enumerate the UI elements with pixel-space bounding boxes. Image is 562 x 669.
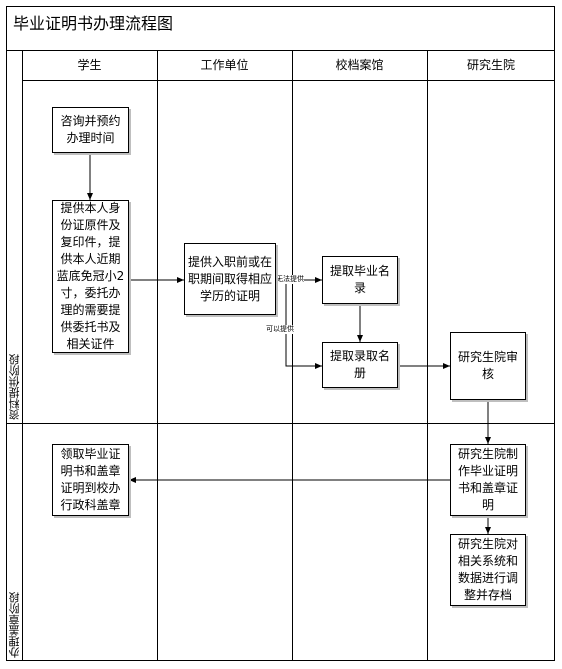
lane-header-student: 学生 (77, 58, 102, 72)
node-employer-proof-text: 提供入职前或在职期间取得相应学历的证明 (187, 254, 272, 303)
lane-divider-1 (157, 50, 158, 661)
node-provide-id-text: 提供本人身份证原件及复印件，提供本人近期蓝底免冠小2寸，委托办理的需要提供委托书… (56, 201, 125, 351)
node-consult: 咨询并预约办理时间 (52, 107, 129, 153)
node-collect: 领取毕业证明书和盖章证明到校办行政科盖章 (52, 444, 129, 516)
node-consult-text: 咨询并预约办理时间 (60, 114, 121, 145)
node-employer-proof: 提供入职前或在职期间取得相应学历的证明 (184, 243, 276, 315)
node-gs-make-text: 研究生院制作毕业证明书和盖章证明 (457, 447, 518, 512)
title-divider (6, 50, 555, 51)
header-divider (22, 80, 555, 81)
lane-header-employer: 工作单位 (200, 58, 249, 72)
edge-label-unable: 无法提供 (276, 275, 304, 284)
arrow-employer-to-admission-list (285, 280, 322, 369)
node-gs-archive-text: 研究生院对相关系统和数据进行调整并存档 (457, 537, 518, 602)
node-grad-list-text: 提取毕业名录 (329, 264, 390, 295)
node-grad-list: 提取毕业名录 (322, 256, 398, 304)
phase-column-divider (22, 50, 23, 661)
node-admission-list: 提取录取名册 (322, 342, 398, 388)
node-collect-text: 领取毕业证明书和盖章证明到校办行政科盖章 (60, 447, 121, 512)
lane-header-graduate-school: 研究生院 (466, 58, 515, 72)
diagram-frame (6, 6, 555, 661)
phase-divider (6, 423, 555, 424)
edge-label-able: 可以提供 (266, 325, 294, 334)
lane-header-archives: 校档案馆 (335, 58, 384, 72)
node-gs-archive: 研究生院对相关系统和数据进行调整并存档 (450, 534, 526, 606)
node-admission-list-text: 提取录取名册 (329, 349, 390, 380)
node-gs-review-text: 研究生院审核 (457, 350, 518, 381)
node-gs-review: 研究生院审核 (450, 332, 526, 400)
lane-divider-2 (292, 50, 293, 661)
node-gs-make: 研究生院制作毕业证明书和盖章证明 (450, 444, 526, 516)
node-provide-id: 提供本人身份证原件及复印件，提供本人近期蓝底免冠小2寸，委托办理的需要提供委托书… (52, 200, 129, 353)
lane-divider-3 (427, 50, 428, 661)
diagram-title: 毕业证明书办理流程图 (13, 14, 174, 33)
